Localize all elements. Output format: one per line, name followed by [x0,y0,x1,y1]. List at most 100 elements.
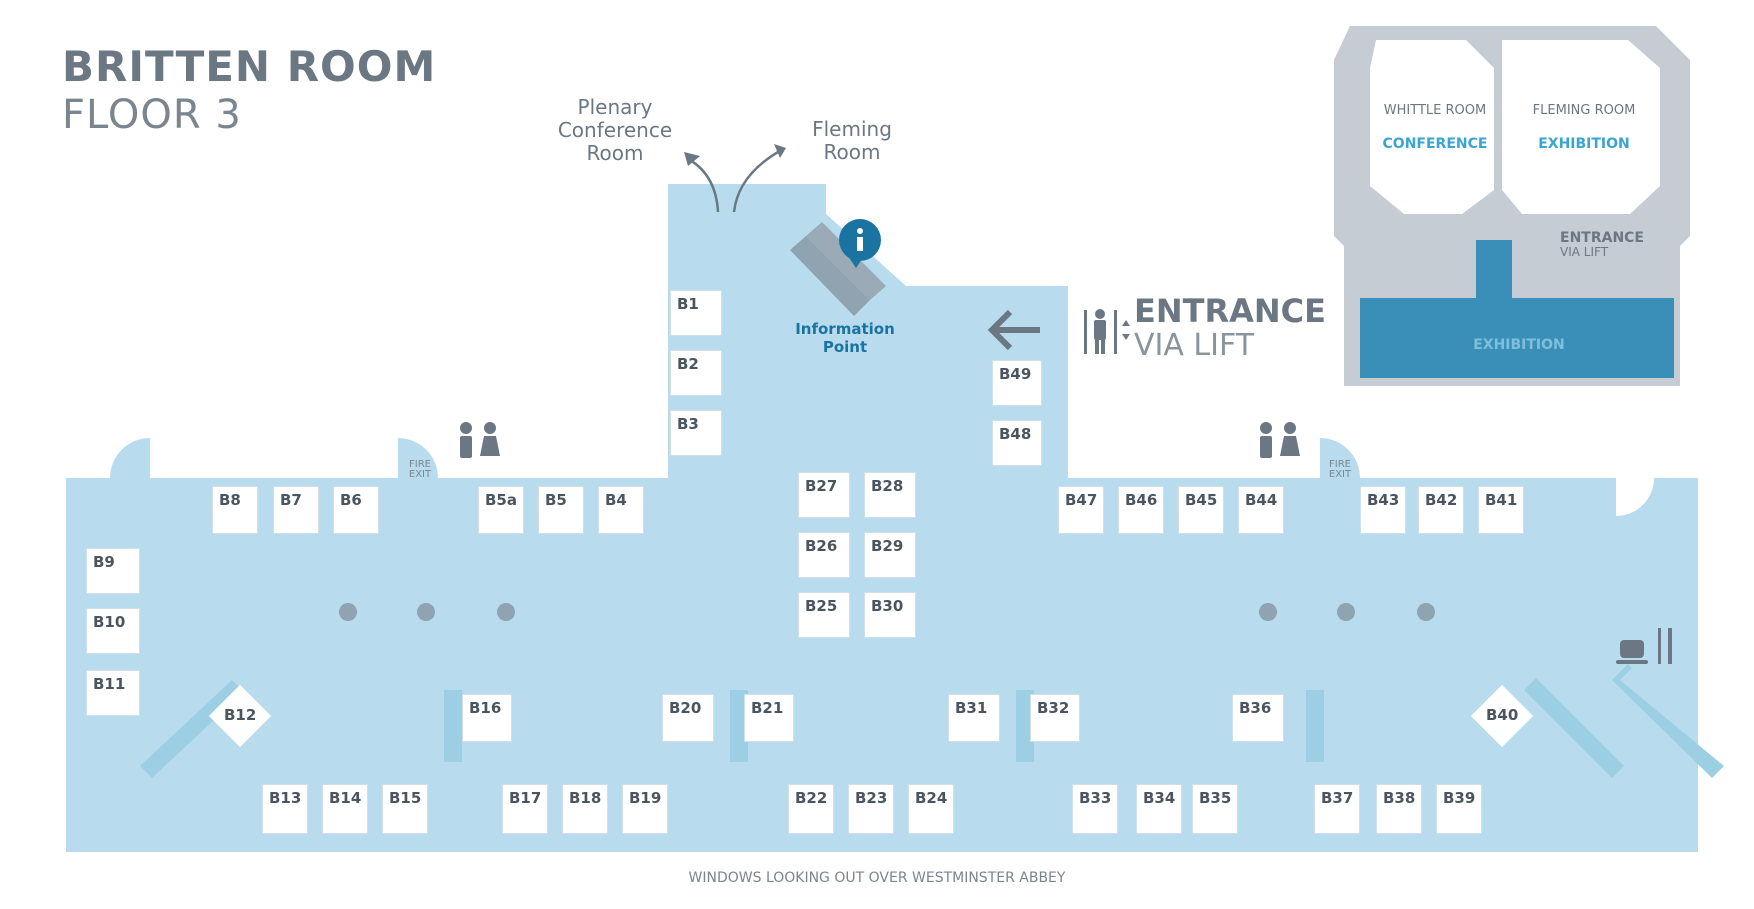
booth-b17[interactable]: B17 [502,784,548,834]
booth-label: B16 [469,699,502,717]
booth-label: B49 [999,365,1032,383]
booth-label: B44 [1245,491,1278,509]
inset-entrance-label: ENTRANCE [1560,230,1644,246]
booth-b31[interactable]: B31 [948,694,1000,742]
windows-label: WINDOWS LOOKING OUT OVER WESTMINSTER ABB… [688,870,1066,886]
booth-label: B5 [545,491,567,509]
booth-label: B38 [1383,789,1416,807]
booth-b32[interactable]: B32 [1030,694,1080,742]
booth-b25[interactable]: B25 [798,592,850,638]
booth-label: B27 [805,477,838,495]
booth-label: B42 [1425,491,1458,509]
booth-label: B12 [224,706,257,724]
booth-b39[interactable]: B39 [1436,784,1482,834]
booth-label: B31 [955,699,988,717]
booth-label: B8 [219,491,241,509]
booth-b3[interactable]: B3 [670,410,722,456]
booth-label: B5a [485,491,517,509]
booth-b14[interactable]: B14 [322,784,368,834]
booth-b15[interactable]: B15 [382,784,428,834]
booth-label: B48 [999,425,1032,443]
booth-b29[interactable]: B29 [864,532,916,578]
booth-b27[interactable]: B27 [798,472,850,518]
plenary-room-label: Plenary Conference Room [557,95,673,165]
booth-label: B37 [1321,789,1354,807]
booth-b6[interactable]: B6 [333,486,379,534]
booth-b26[interactable]: B26 [798,532,850,578]
booth-label: B28 [871,477,904,495]
booth-label: B6 [340,491,362,509]
inset-whittle-label: WHITTLE ROOM [1383,103,1487,118]
booth-b11[interactable]: B11 [86,670,140,716]
booth-b10[interactable]: B10 [86,608,140,654]
booth-label: B9 [93,553,115,571]
fleming-room-label: Fleming Room [812,117,892,164]
page-title: BRITTEN ROOM [62,42,437,91]
booth-b38[interactable]: B38 [1376,784,1422,834]
booth-b36[interactable]: B36 [1232,694,1284,742]
booth-b5a[interactable]: B5a [478,486,524,534]
booth-b30[interactable]: B30 [864,592,916,638]
booth-b1[interactable]: B1 [670,290,722,336]
booth-b49[interactable]: B49 [992,360,1042,406]
booth-b4[interactable]: B4 [598,486,644,534]
booth-b2[interactable]: B2 [670,350,722,396]
booth-label: B41 [1485,491,1518,509]
booth-label: B24 [915,789,948,807]
booth-label: B2 [677,355,699,373]
booth-b22[interactable]: B22 [788,784,834,834]
booth-label: B30 [871,597,904,615]
booth-b45[interactable]: B45 [1178,486,1224,534]
booth-label: B26 [805,537,838,555]
booth-b47[interactable]: B47 [1058,486,1104,534]
booth-b9[interactable]: B9 [86,548,140,594]
booth-label: B20 [669,699,702,717]
booth-label: B25 [805,597,838,615]
booth-b34[interactable]: B34 [1136,784,1182,834]
booth-b18[interactable]: B18 [562,784,608,834]
booth-label: B15 [389,789,422,807]
pillars [339,603,1435,621]
booth-label: B10 [93,613,126,631]
divider-panels [140,664,1724,778]
booth-label: B18 [569,789,602,807]
booth-label: B47 [1065,491,1098,509]
booth-b8[interactable]: B8 [212,486,258,534]
booth-b28[interactable]: B28 [864,472,916,518]
booth-b7[interactable]: B7 [273,486,319,534]
booth-label: B35 [1199,789,1232,807]
booth-b20[interactable]: B20 [662,694,714,742]
inset-whittle-accent: CONFERENCE [1382,136,1488,152]
booth-b16[interactable]: B16 [462,694,512,742]
booth-b35[interactable]: B35 [1192,784,1238,834]
booth-b33[interactable]: B33 [1072,784,1118,834]
booth-label: B29 [871,537,904,555]
booth-b46[interactable]: B46 [1118,486,1164,534]
inset-entrance-sublabel: VIA LIFT [1560,245,1609,259]
booth-label: B4 [605,491,627,509]
information-desk [790,222,886,316]
booth-label: B33 [1079,789,1112,807]
booth-b43[interactable]: B43 [1360,486,1406,534]
inset-exhibition-label: EXHIBITION [1473,337,1565,353]
booth-b21[interactable]: B21 [744,694,794,742]
booth-b37[interactable]: B37 [1314,784,1360,834]
booth-label: B13 [269,789,302,807]
booth-label: B46 [1125,491,1158,509]
booth-b41[interactable]: B41 [1478,486,1524,534]
booth-b5[interactable]: B5 [538,486,584,534]
info-icon [839,219,881,268]
booth-b44[interactable]: B44 [1238,486,1284,534]
booth-b48[interactable]: B48 [992,420,1042,466]
fire-exit-label: FIRE EXIT [408,459,432,480]
booth-label: B3 [677,415,699,433]
toilet-icon [460,422,1300,458]
booth-b13[interactable]: B13 [262,784,308,834]
booth-b19[interactable]: B19 [622,784,668,834]
booth-b24[interactable]: B24 [908,784,954,834]
booth-b23[interactable]: B23 [848,784,894,834]
booth-label: B22 [795,789,828,807]
booth-b42[interactable]: B42 [1418,486,1464,534]
booth-label: B23 [855,789,888,807]
